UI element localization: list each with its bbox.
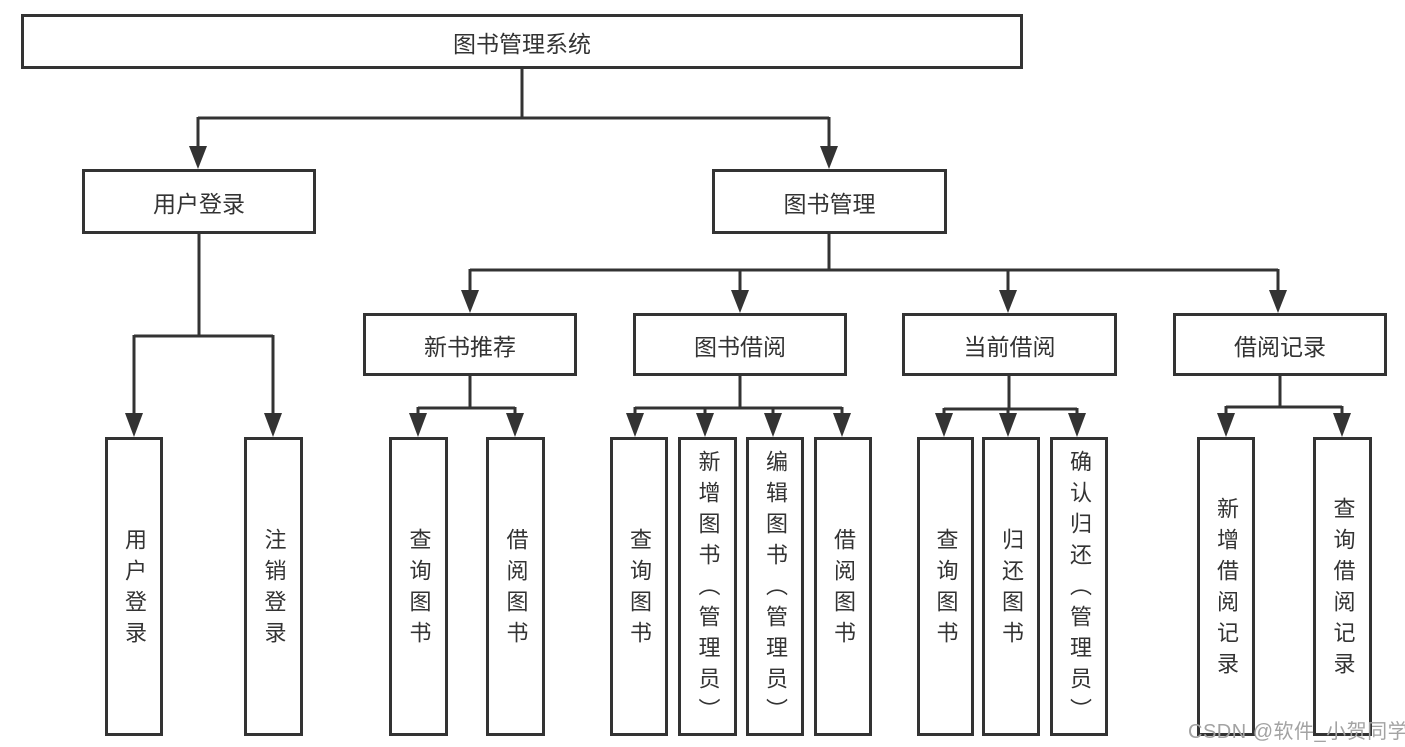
leaf-nbr-query-books: 查询图书 [389,437,448,736]
node-book-borrow: 图书借阅 [633,313,847,376]
node-user-login: 用户登录 [82,169,316,234]
leaf-bb-add-books-admin: 新增图书（管理员） [678,437,737,736]
node-current-borrow: 当前借阅 [902,313,1117,376]
leaf-bb-edit-books-admin: 编辑图书（管理员） [746,437,804,736]
leaf-br-add-record: 新增借阅记录 [1197,437,1255,736]
node-borrow-records: 借阅记录 [1173,313,1387,376]
csdn-watermark: CSDN @软件_小贺同学 [1188,721,1405,743]
leaf-user-login: 用户登录 [105,437,163,736]
leaf-bb-query-books: 查询图书 [610,437,668,736]
node-new-book-recommend: 新书推荐 [363,313,577,376]
leaf-cb-confirm-return-admin: 确认归还（管理员） [1050,437,1108,736]
node-root-system: 图书管理系统 [21,14,1023,69]
leaf-logout: 注销登录 [244,437,303,736]
leaf-br-query-record: 查询借阅记录 [1313,437,1372,736]
leaf-cb-query-books: 查询图书 [917,437,974,736]
leaf-nbr-borrow-books: 借阅图书 [486,437,545,736]
leaf-bb-borrow-books: 借阅图书 [814,437,872,736]
node-book-management: 图书管理 [712,169,947,234]
leaf-cb-return-books: 归还图书 [982,437,1040,736]
